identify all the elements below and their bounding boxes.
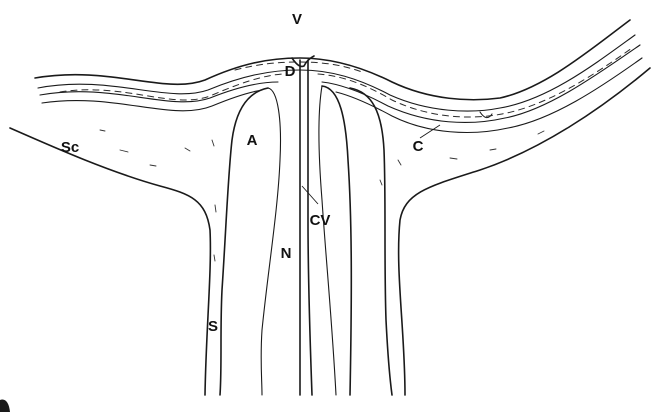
speck bbox=[398, 160, 401, 165]
right-stalk-wall bbox=[322, 86, 351, 395]
a-region-inner bbox=[261, 88, 280, 395]
speck bbox=[150, 165, 156, 166]
speck bbox=[100, 130, 105, 131]
label-cv: CV bbox=[310, 212, 331, 229]
label-s: S bbox=[208, 318, 218, 335]
label-sc: Sc bbox=[61, 139, 79, 156]
right-stalk-inner bbox=[319, 86, 336, 395]
speck bbox=[490, 149, 496, 150]
speck bbox=[214, 255, 215, 261]
label-v: V bbox=[292, 11, 302, 28]
right-outer-stalk bbox=[350, 88, 392, 395]
speck bbox=[538, 131, 544, 134]
cv-leader-line bbox=[302, 186, 318, 204]
label-c: C bbox=[413, 138, 424, 155]
label-d: D bbox=[285, 63, 296, 80]
corner-mark bbox=[0, 400, 10, 412]
speck bbox=[212, 140, 214, 146]
dashed-layer-left bbox=[60, 74, 282, 100]
label-n: N bbox=[281, 245, 292, 262]
speck bbox=[120, 150, 128, 152]
right-lower-boundary bbox=[399, 68, 650, 395]
speck bbox=[185, 148, 190, 151]
label-a: A bbox=[247, 132, 258, 149]
membrane-line-4 bbox=[42, 90, 262, 111]
sc-lower-boundary bbox=[10, 128, 210, 395]
speck bbox=[380, 180, 382, 185]
speck bbox=[215, 205, 216, 212]
membrane-line-2 bbox=[38, 35, 635, 111]
speck bbox=[450, 158, 457, 159]
